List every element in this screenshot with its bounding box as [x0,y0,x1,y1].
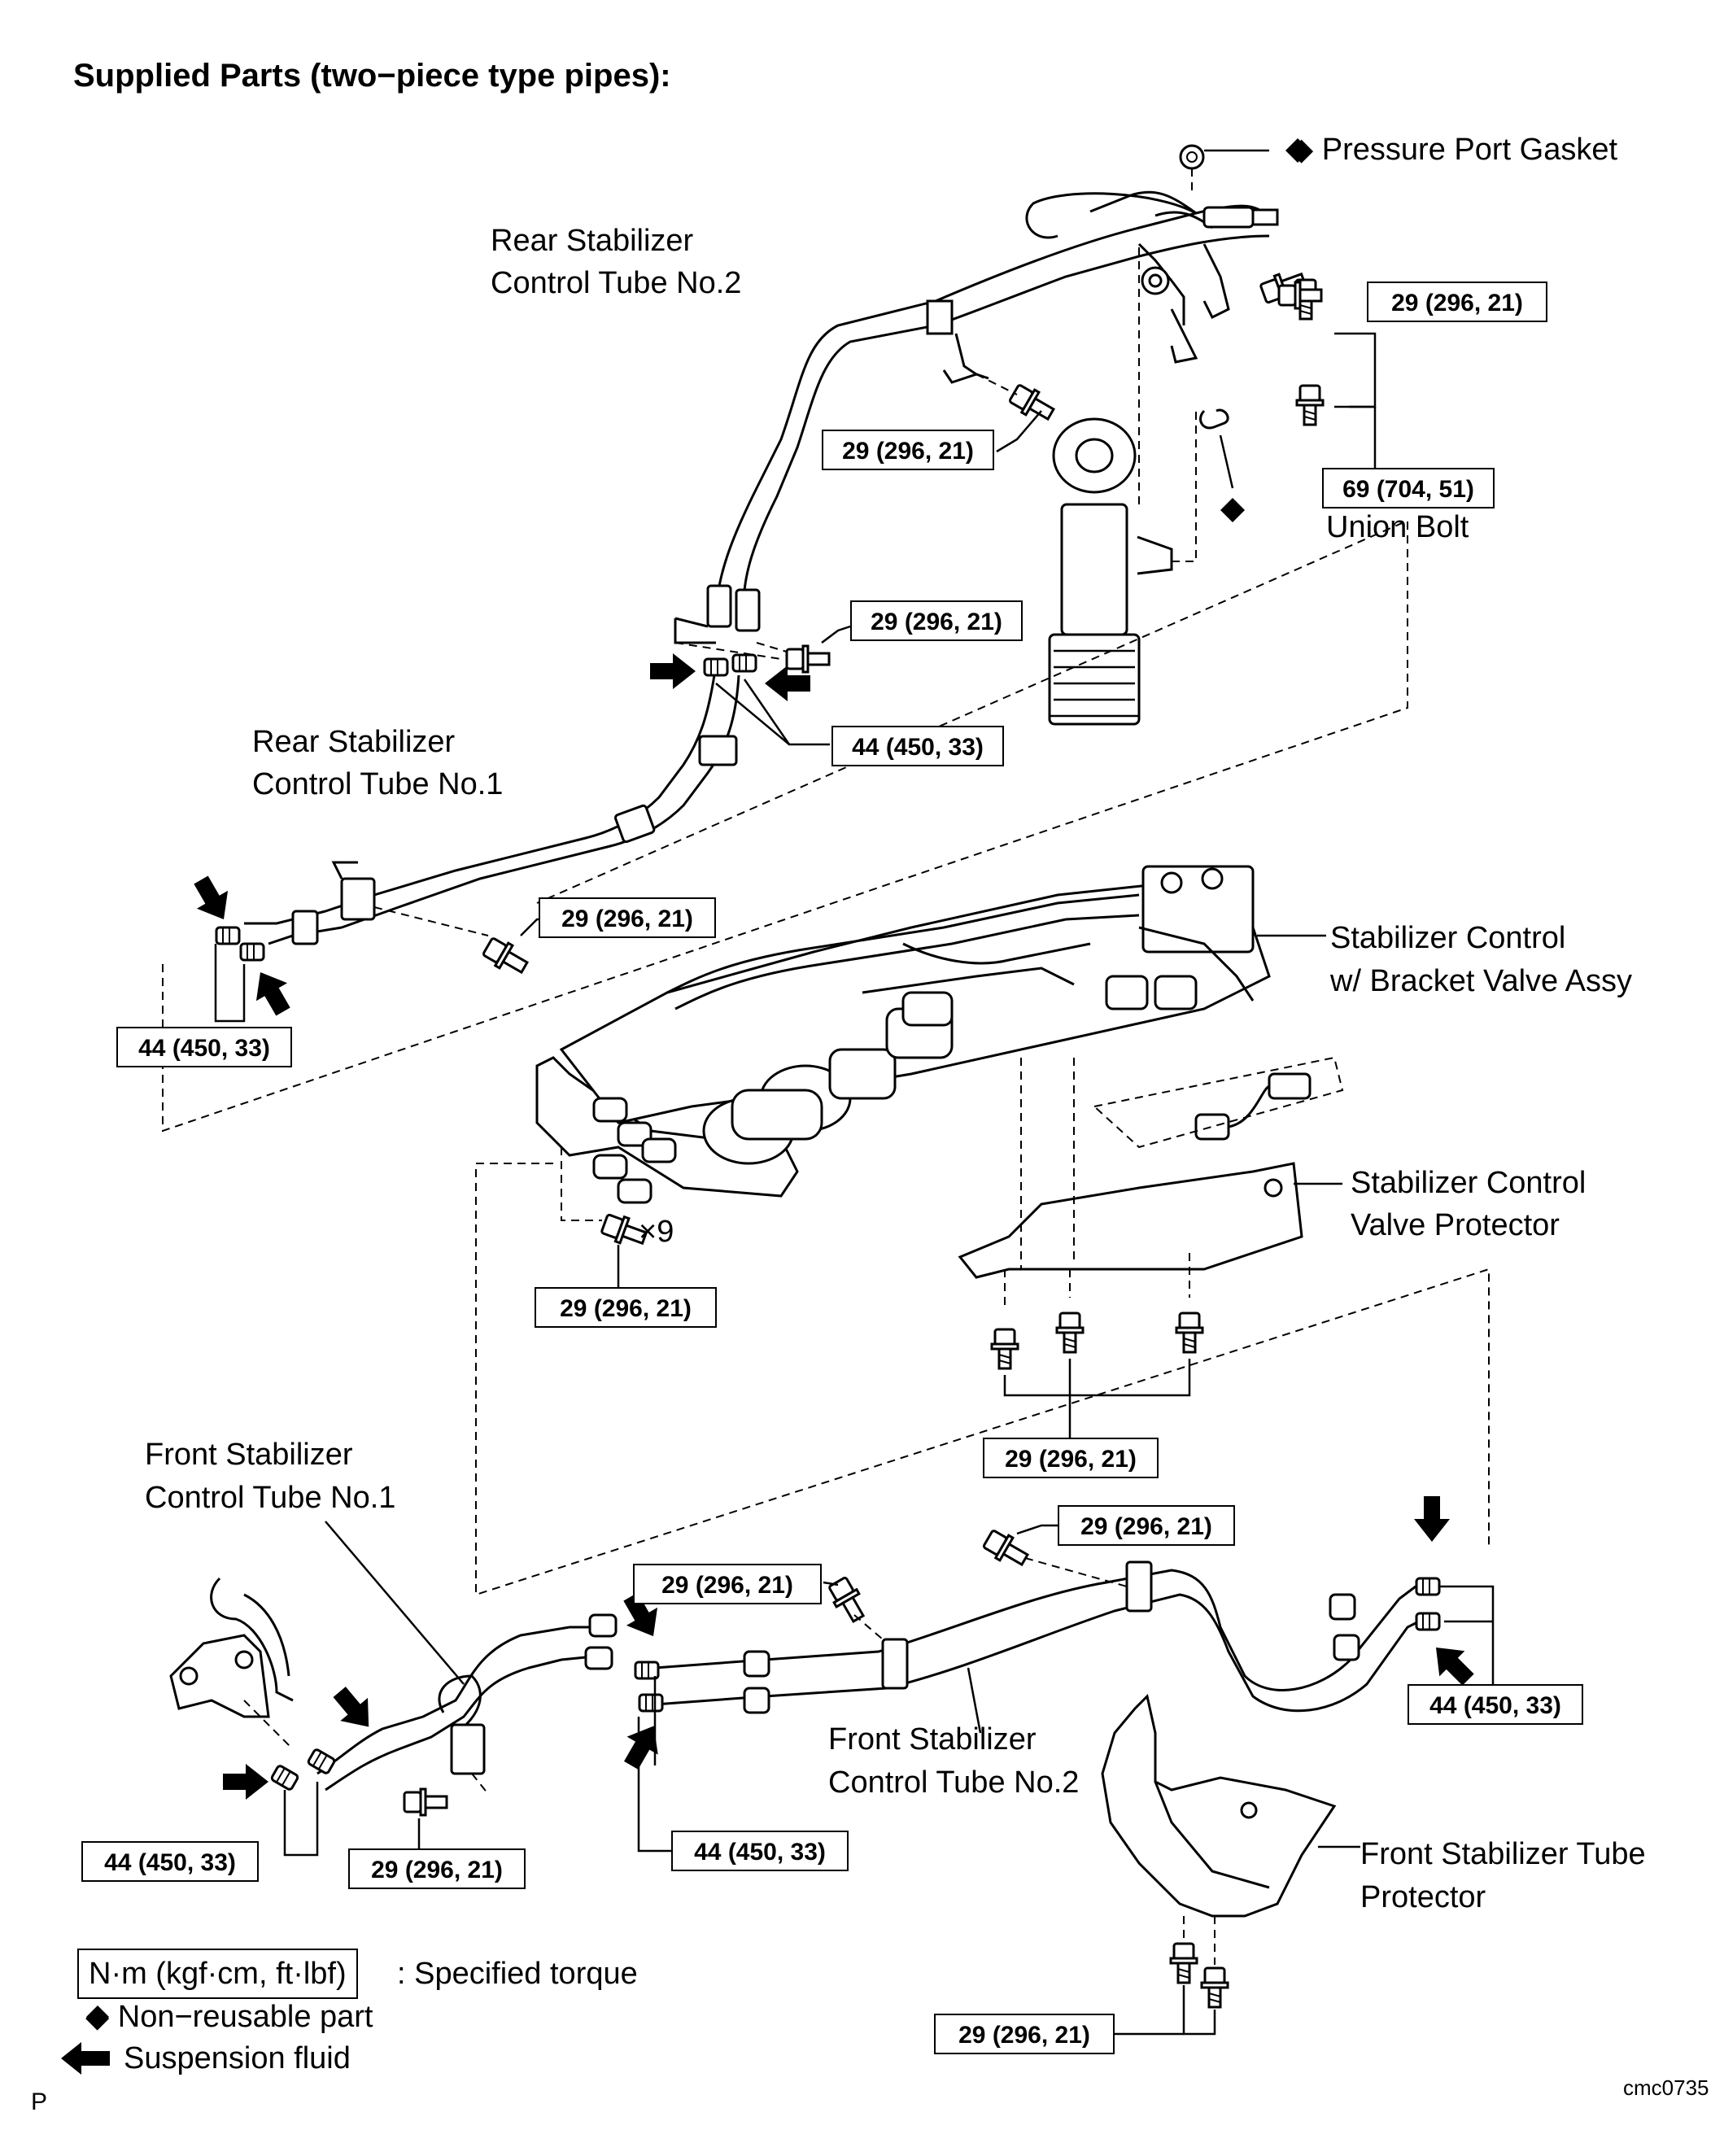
dash-front-bolt1 [471,1773,489,1795]
label-rear-tube2-line1: Rear Stabilizer [491,224,694,258]
front-tube-protector [1101,1694,1337,1918]
label-rear-tube1-line2: Control Tube No.1 [252,767,504,801]
legend-unit-box: N·m (kgf·cm, ft·lbf) [77,1949,358,1999]
leader-front-tube2-b [1016,1524,1058,1535]
label-front-protector-line2: Protector [1360,1880,1486,1914]
torque-box-front-tube2-a: 29 (296, 21) [633,1564,822,1604]
label-rear-tube1-line1: Rear Stabilizer [252,725,456,759]
torque-box-union-bolt: 69 (704, 51) [1322,468,1495,508]
diamond-marker-gasket [1285,138,1310,163]
shock-dash [1138,244,1197,562]
torque-box-front-44-left: 44 (450, 33) [81,1841,259,1882]
legend-non-reusable: ◆ Non−reusable part [85,2000,373,2034]
torque-box-valve-x9: 29 (296, 21) [535,1287,717,1328]
front-bracket [169,1577,294,1718]
label-front-tube1-line1: Front Stabilizer [145,1438,353,1472]
bolt-front-tube2-b [980,1525,1032,1573]
bolt-rear-tube1 [479,933,532,980]
connector [1194,1072,1312,1141]
label-front-tube2-line1: Front Stabilizer [828,1722,1037,1757]
diamond-marker-legend [86,2005,109,2028]
legend-unit-desc: : Specified torque [397,1957,638,1991]
label-pressure-port-gasket: ◆ Pressure Port Gasket [1290,133,1618,167]
legend-fluid: Suspension fluid [124,2041,351,2075]
front-tube1-fittings [269,1747,337,1792]
union-bolts [1258,265,1377,472]
dash-outline-front [475,1163,1490,1596]
torque-box-rear-tube2: 29 (296, 21) [822,430,994,470]
dash-connector-box [1093,1056,1344,1149]
fluid-arrow-front-5 [1414,1496,1450,1542]
footer-code: cmc0735 [1623,2075,1709,2100]
label-front-tube2-line2: Control Tube No.2 [828,1765,1080,1800]
leader-front-tube1 [325,1521,465,1685]
label-front-tube1-line2: Control Tube No.1 [145,1481,396,1515]
valve-assy [535,865,1271,1204]
leader-front-tube2 [967,1667,982,1734]
label-valve-protector-line1: Stabilizer Control [1351,1166,1587,1200]
torque-box-front-protector: 29 (296, 21) [934,2014,1115,2054]
dash-front-tube2-b [1024,1557,1128,1587]
label-front-protector-line1: Front Stabilizer Tube [1360,1837,1646,1871]
torque-box-front-tube2-b: 29 (296, 21) [1058,1505,1235,1546]
rear-top-bracket [1137,242,1230,364]
fluid-arrow-rear-1 [650,653,696,689]
rear-tube-no2 [674,190,1279,644]
shock-absorber [1048,417,1173,726]
rear-tube-no1 [244,674,740,945]
dash-front-tube2-a [853,1614,884,1640]
valve-protector [958,1162,1303,1279]
dash-valve-bolt [561,1147,602,1221]
label-valve-protector-line2: Valve Protector [1351,1208,1560,1242]
label-times-nine: ×9 [639,1215,674,1249]
front-tube-no1 [316,1613,618,1792]
fluid-arrow-legend [61,2042,110,2075]
dash-front-bracket [243,1700,294,1750]
fluid-arrow-rear-3 [185,871,240,928]
torque-box-front-44-mid: 44 (450, 33) [671,1831,849,1871]
fluid-arrow-front-2 [325,1680,383,1739]
torque-box-rear-44-left: 44 (450, 33) [116,1027,292,1067]
leader-front-tube2-a [823,1581,839,1586]
bolt-rear-mid [785,644,831,674]
torque-box-front-tube1: 29 (296, 21) [348,1848,526,1889]
torque-box-rear-44-upper: 44 (450, 33) [831,726,1004,766]
protector-bolts [990,1253,1204,1448]
fluid-arrow-front-1 [223,1764,268,1800]
torque-box-top-right: 29 (296, 21) [1367,282,1547,322]
label-rear-tube2-line2: Control Tube No.2 [491,266,742,300]
leader-44-rear-left [214,944,246,1023]
leader-rear-tube2-torque [996,410,1042,453]
front-protector-bolts [1115,1916,1229,2036]
page-title: Supplied Parts (two−piece type pipes): [73,58,671,94]
torque-box-front-44-right: 44 (450, 33) [1408,1684,1583,1725]
front-tube-no2 [654,1560,1416,1714]
label-valve-assy-line1: Stabilizer Control [1330,921,1566,955]
bolt-rear-tube2 [1006,380,1058,427]
leader-44-front-mid [637,1717,671,1853]
dash-rear-tube2-clamp [975,373,1018,395]
gasket-clip [1199,408,1234,489]
valve-assy-pipes [666,893,1255,1010]
leader-rear-mid [821,625,851,644]
dash-rear-tube1-bolt [373,906,489,936]
bolt-front-tube1 [403,1787,448,1817]
torque-box-rear-mid: 29 (296, 21) [850,600,1023,641]
torque-box-valve-protector: 29 (296, 21) [983,1438,1159,1478]
dash-outline-rear [162,519,1408,1133]
diamond-marker-clip [1220,498,1245,522]
torque-box-rear-tube1: 29 (296, 21) [539,897,716,938]
fluid-arrow-front-4 [615,1717,670,1774]
dash-protector-vertical [1020,1058,1075,1269]
label-valve-assy-line2: w/ Bracket Valve Assy [1330,964,1632,998]
fluid-arrow-rear-4 [244,963,299,1021]
footer-left: P [31,2088,48,2115]
bolt-front-tube2-a [824,1573,871,1626]
leader-44-rear-upper-b [743,679,791,745]
pressure-port-gasket-part [1179,144,1269,195]
label-union-bolt: Union Bolt [1326,510,1469,544]
leader-44-front-left [283,1782,319,1857]
